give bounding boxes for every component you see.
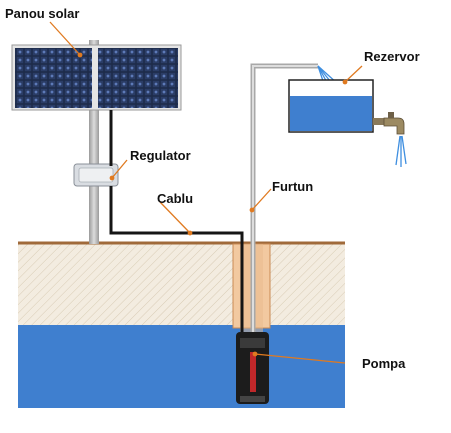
faucet-icon bbox=[373, 112, 405, 135]
regulator-box bbox=[73, 163, 119, 187]
water-tank bbox=[288, 79, 374, 133]
leader-dots bbox=[77, 52, 348, 357]
soil-layer bbox=[18, 243, 345, 325]
label-regulator: Regulator bbox=[130, 148, 191, 163]
label-hose: Furtun bbox=[272, 179, 313, 194]
label-solar-panel: Panou solar bbox=[5, 6, 79, 21]
pump bbox=[236, 332, 269, 404]
water-spray-icon bbox=[395, 135, 407, 167]
label-cable: Cablu bbox=[157, 191, 193, 206]
leader-lines bbox=[49, 21, 363, 364]
label-pump: Pompa bbox=[362, 356, 406, 371]
solar-panel bbox=[11, 44, 182, 111]
panel-pole bbox=[89, 40, 99, 244]
groundwater bbox=[18, 325, 345, 408]
cable bbox=[109, 110, 244, 340]
label-tank: Rezervor bbox=[364, 49, 420, 64]
